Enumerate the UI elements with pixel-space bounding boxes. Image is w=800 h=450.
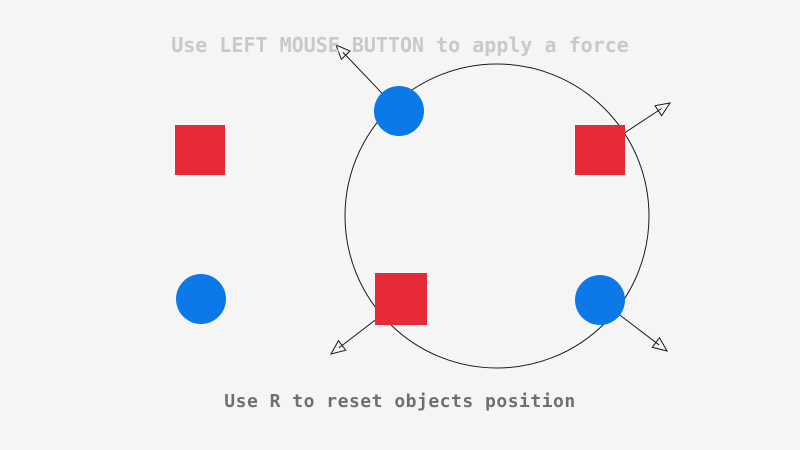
red-box-top-right[interactable] [575,125,625,175]
force-arrow-bottom-left-head [329,339,347,355]
force-arrow-top-right-head [654,102,672,117]
red-box-center[interactable] [375,273,427,325]
blue-ball-top[interactable] [374,86,424,136]
force-arrow-bottom-right-head [651,336,669,352]
instruction-apply-force: Use LEFT MOUSE BUTTON to apply a force [171,33,629,57]
blue-ball-left[interactable] [176,274,226,324]
force-arrow-top-left-head [335,44,351,61]
blue-ball-bottom-right[interactable] [575,275,625,325]
instruction-reset: Use R to reset objects position [224,391,576,412]
boundary-circle [344,63,650,369]
red-box-left[interactable] [175,125,225,175]
